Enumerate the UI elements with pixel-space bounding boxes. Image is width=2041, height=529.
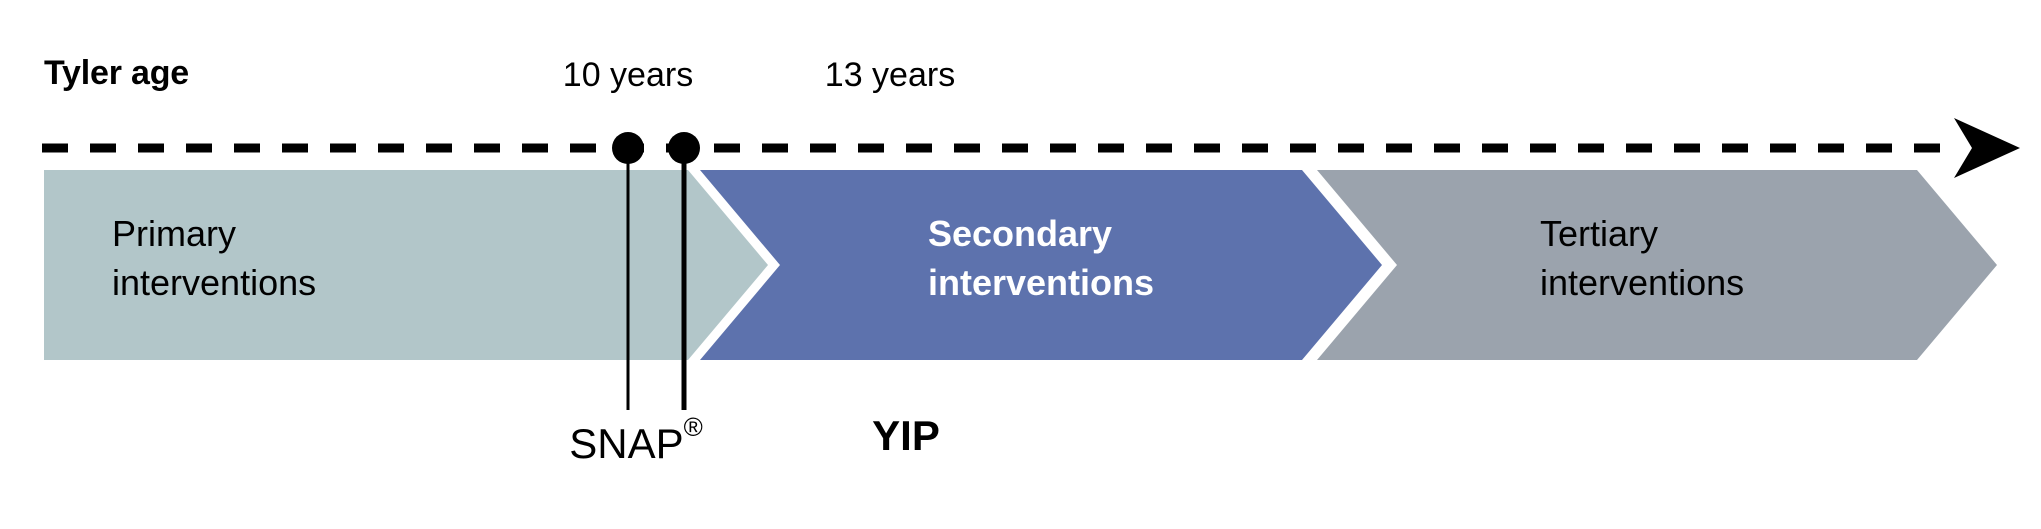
tick-dot-13-years[interactable] [668,132,700,164]
tick-dot-10-years[interactable] [612,132,644,164]
tick-label-10-years: 10 years [562,56,694,94]
program-label-snap: SNAP® [569,412,703,468]
program-name-yip: YIP [872,412,940,459]
stage-chevron-primary[interactable] [44,170,768,360]
timeline-arrowhead [1954,118,2020,178]
stage-chevron-tertiary[interactable] [1317,170,1997,360]
stage-chevron-secondary[interactable] [700,170,1382,360]
timeline-axis-label: Tyler age [44,54,189,92]
program-name-snap: SNAP [569,420,684,467]
program-label-yip: YIP [872,412,940,460]
tick-label-13-years: 13 years [824,56,956,94]
registered-trademark-icon: ® [683,412,703,442]
